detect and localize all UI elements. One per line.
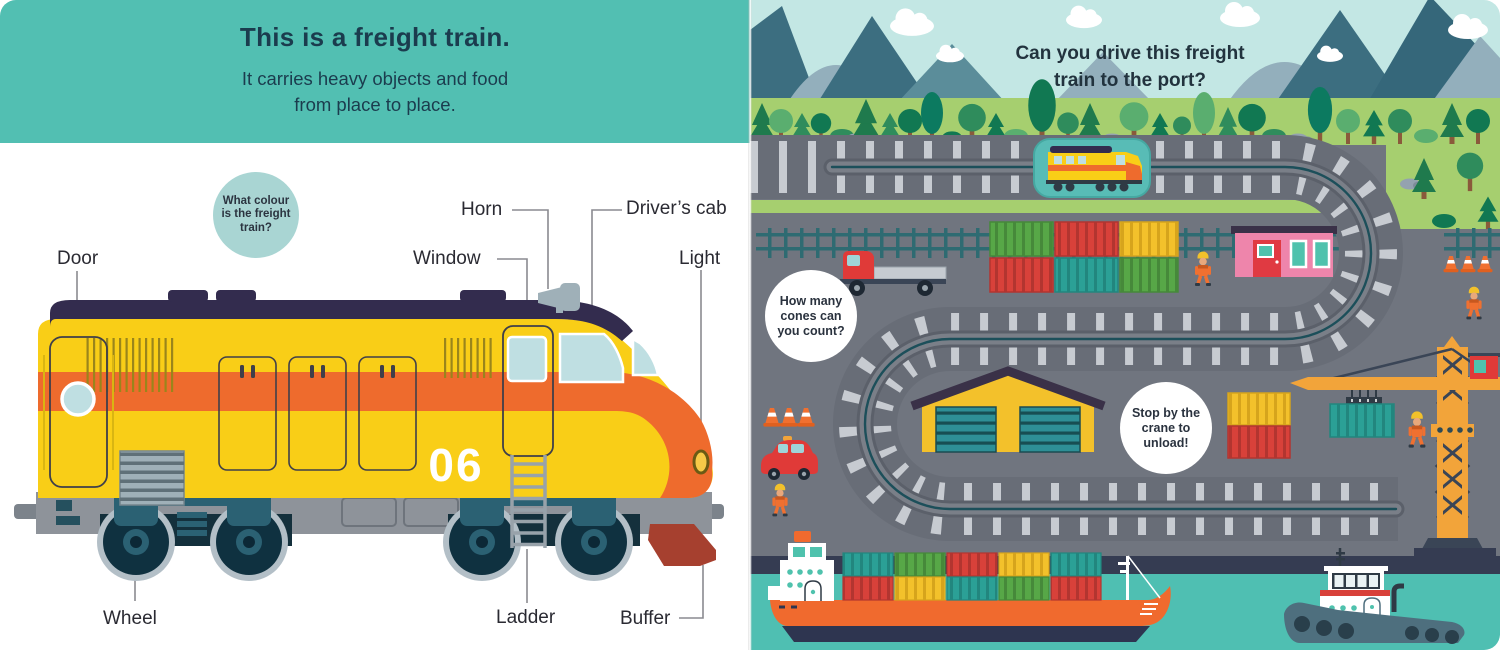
crane-spreader bbox=[1346, 390, 1382, 404]
crane-instruction-bubble: Stop by the crane to unload! bbox=[1120, 382, 1212, 474]
ship-containers bbox=[842, 552, 1102, 601]
windows bbox=[506, 332, 660, 384]
red-car bbox=[761, 436, 818, 480]
container-stack-yard bbox=[989, 221, 1179, 293]
horn bbox=[538, 283, 580, 313]
port-scene bbox=[750, 0, 1500, 650]
left-page: 06 This is a freight train. It carries h… bbox=[0, 0, 750, 629]
page-subtitle: It carries heavy objects and food from p… bbox=[0, 66, 750, 118]
vents-right bbox=[444, 338, 492, 378]
port-office-building bbox=[1231, 226, 1337, 277]
side-panels bbox=[218, 356, 417, 471]
prompt-line-2: train to the port? bbox=[1054, 70, 1206, 91]
cab-window bbox=[506, 335, 548, 383]
ship-superstructure bbox=[768, 531, 834, 601]
label-horn: Horn bbox=[461, 199, 503, 220]
crane-cab bbox=[1468, 353, 1500, 379]
container-stack-crane bbox=[1227, 392, 1291, 459]
freight-train-diagram: 06 bbox=[14, 209, 724, 619]
page-title: This is a freight train. bbox=[239, 22, 511, 52]
grille bbox=[119, 450, 185, 506]
label-drivers-cab: Driver’s cab bbox=[626, 198, 727, 219]
tugboat bbox=[1284, 548, 1465, 644]
label-light: Light bbox=[679, 248, 721, 269]
mini-freight-train[interactable] bbox=[1046, 146, 1142, 192]
crane-hanging-container bbox=[1329, 403, 1395, 438]
prompt-line-1: Can you drive this freight bbox=[1015, 43, 1245, 64]
roof bbox=[50, 300, 633, 341]
label-buffer: Buffer bbox=[620, 608, 671, 629]
page-gutter bbox=[748, 0, 752, 650]
door bbox=[43, 336, 114, 488]
subtitle-line-2: from place to place. bbox=[294, 94, 456, 115]
container-ship bbox=[768, 531, 1171, 642]
label-door: Door bbox=[57, 248, 99, 269]
cones-question-text: How many cones can you count? bbox=[777, 293, 845, 338]
prompt-text: Can you drive this freight train to the … bbox=[990, 40, 1270, 94]
windshield bbox=[558, 332, 625, 384]
truck bbox=[840, 251, 947, 296]
leader-drivers-cab bbox=[591, 209, 622, 327]
right-page: Can you drive this freight train to the … bbox=[750, 0, 1500, 650]
ship-mast bbox=[1118, 555, 1161, 600]
headlight bbox=[692, 449, 710, 475]
crane-instruction-text: Stop by the crane to unload! bbox=[1131, 405, 1201, 450]
harbor-crane bbox=[1290, 336, 1500, 557]
subtitle-line-1: It carries heavy objects and food bbox=[241, 68, 509, 89]
grass-strip bbox=[750, 200, 1388, 213]
label-wheel: Wheel bbox=[103, 608, 157, 629]
label-window: Window bbox=[413, 248, 481, 269]
cab-door bbox=[502, 325, 554, 457]
train-number: 06 bbox=[428, 439, 483, 491]
rear-buffer bbox=[14, 504, 40, 519]
vents-left bbox=[84, 338, 176, 392]
leader-buffer bbox=[679, 565, 704, 619]
front-buffer bbox=[648, 524, 716, 566]
question-circle: What colour is the freight train? bbox=[213, 172, 299, 258]
page-header: This is a freight train. It carries heav… bbox=[0, 0, 750, 143]
question-circle-text: What colour is the freight train? bbox=[221, 194, 291, 234]
crane-jib bbox=[1308, 377, 1500, 390]
cones-question-bubble: How many cones can you count? bbox=[765, 270, 857, 362]
ladder bbox=[510, 455, 547, 548]
leader-horn bbox=[512, 209, 549, 289]
label-ladder: Ladder bbox=[496, 607, 556, 628]
mountains bbox=[750, 0, 1500, 102]
warehouse bbox=[910, 366, 1106, 453]
train-track bbox=[750, 135, 1405, 541]
freight-train-illustration: 06 bbox=[14, 283, 724, 581]
track-slot-line bbox=[830, 165, 1398, 511]
